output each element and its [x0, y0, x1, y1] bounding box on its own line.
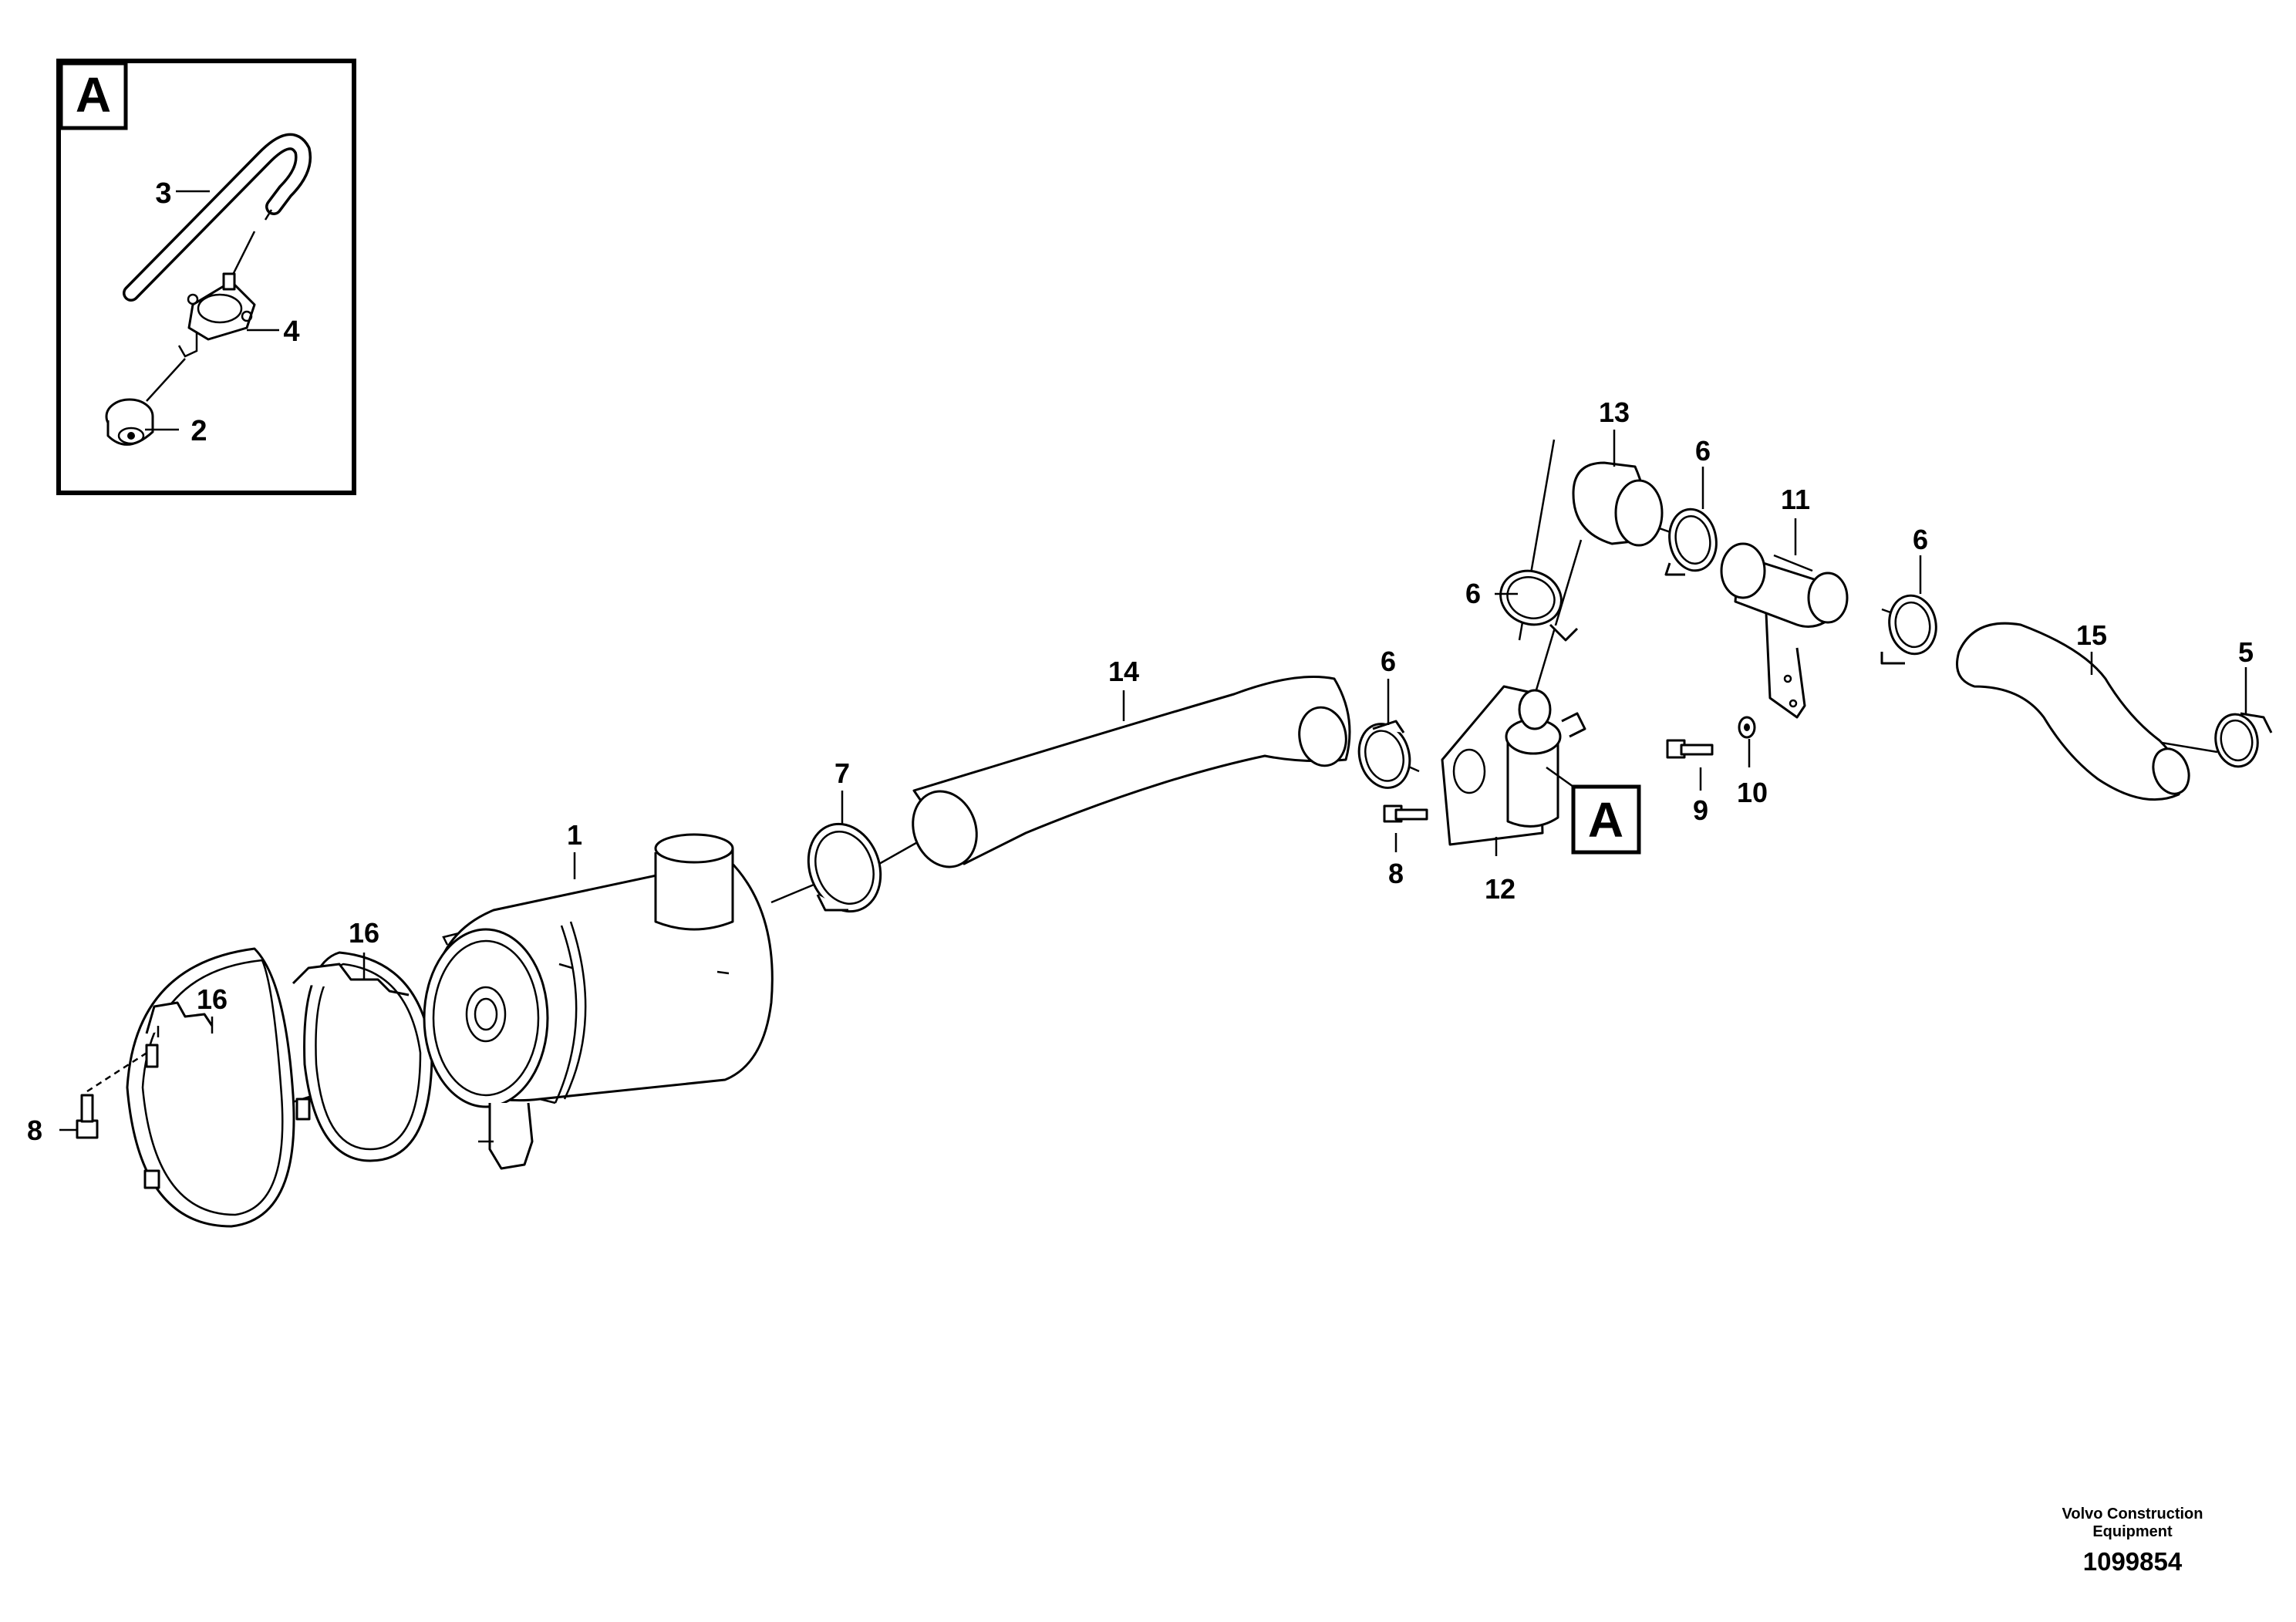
callout-8-right: 8 — [1388, 858, 1404, 889]
part-14-hose — [912, 676, 1351, 868]
callout-9: 9 — [1693, 794, 1708, 826]
callout-3: 3 — [155, 177, 171, 210]
callout-12: 12 — [1485, 873, 1515, 905]
reference-box-a: A — [1546, 766, 1641, 855]
callout-16-rear: 16 — [349, 917, 379, 949]
inset-letter: A — [76, 67, 111, 123]
part-6-clamp-b — [1499, 569, 1579, 642]
part-4-valve — [177, 272, 256, 358]
callout-2: 2 — [190, 415, 207, 447]
footer-company-line1: Volvo Construction — [2062, 1506, 2203, 1523]
part-2-grommet — [105, 398, 154, 446]
callout-13: 13 — [1599, 396, 1630, 428]
callout-6-b: 6 — [1465, 578, 1481, 609]
part-7-clamp — [807, 822, 882, 913]
part-8-left-screw — [76, 1049, 151, 1139]
part-6-clamp-c — [1664, 508, 1718, 576]
inset-letter-box — [59, 61, 128, 130]
part-5-clamp — [2214, 712, 2273, 768]
footer-drawing-number: 1099854 — [2082, 1547, 2183, 1576]
part-6-clamp-d — [1880, 594, 1937, 665]
part-1-air-cleaner — [423, 833, 774, 1170]
footer-company-line2: Equipment — [2092, 1523, 2173, 1540]
callout-6-a: 6 — [1381, 646, 1396, 677]
footer-company: Volvo Construction Equipment — [2040, 1506, 2225, 1541]
part-13-bend — [1572, 461, 1664, 547]
part-9-screw — [1666, 739, 1714, 759]
callout-6-d: 6 — [1913, 524, 1928, 555]
callout-8-left: 8 — [27, 1114, 42, 1146]
part-6-clamp-a — [1357, 720, 1411, 789]
callout-6-c: 6 — [1695, 435, 1711, 467]
part-8-right-screw — [1383, 804, 1428, 823]
reference-box-letter: A — [1588, 792, 1623, 848]
part-11-pipe — [1720, 542, 1849, 719]
callout-15: 15 — [2076, 619, 2107, 651]
callout-11: 11 — [1781, 484, 1810, 515]
callout-4: 4 — [283, 315, 299, 348]
callout-16-front: 16 — [197, 983, 228, 1015]
part-15-hose — [1956, 622, 2190, 801]
part-16-rear-band — [292, 951, 433, 1162]
part-10-washer — [1738, 716, 1756, 739]
callout-1: 1 — [567, 819, 582, 851]
part-16-front-band — [126, 947, 295, 1228]
callout-10: 10 — [1737, 777, 1768, 808]
callout-14: 14 — [1108, 656, 1139, 687]
inset-detail-a: A 3 4 2 — [56, 59, 356, 495]
callout-5: 5 — [2238, 636, 2254, 668]
part-12-pipe — [1441, 685, 1586, 846]
callout-7: 7 — [834, 757, 850, 789]
